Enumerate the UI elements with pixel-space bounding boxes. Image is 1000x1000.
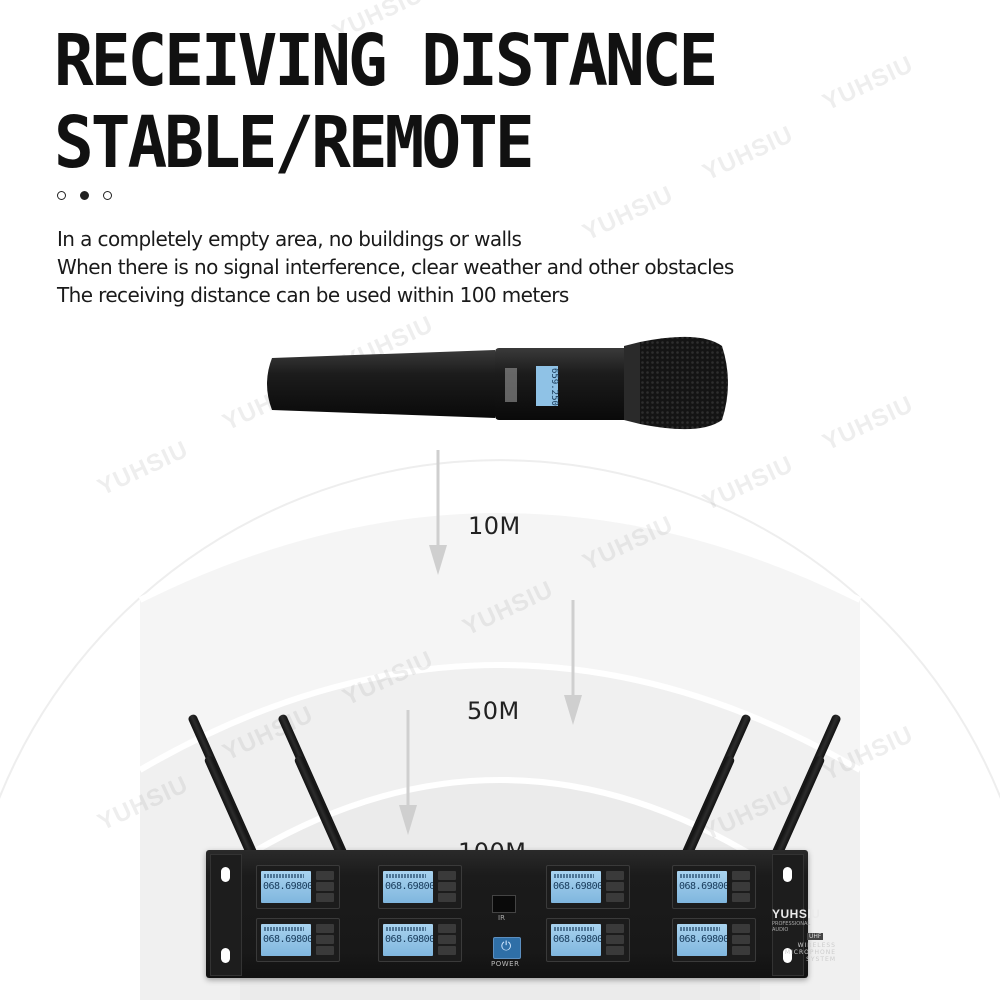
- channel-lcd: 068.69800: [677, 871, 727, 903]
- rack-ear: [210, 854, 242, 976]
- ir-label: IR: [498, 914, 505, 922]
- band-badge: UHF: [807, 933, 824, 940]
- mic-handle: [267, 350, 495, 418]
- system-label: WIRELESS MICROPHONE SYSTEM: [766, 942, 836, 963]
- description: In a completely empty area, no buildings…: [57, 225, 734, 309]
- channel-module: 068.69800: [256, 865, 340, 909]
- channel-lcd: 068.69800: [261, 924, 311, 956]
- channel-lcd: 068.69800: [261, 871, 311, 903]
- mic-display: [536, 366, 558, 406]
- pagination-dots: [57, 191, 112, 200]
- channel-frequency: 068.69800: [263, 881, 311, 892]
- title-line: RECEIVING DISTANCE: [54, 18, 718, 103]
- dot-indicator: [103, 191, 112, 200]
- system-label-line: SYSTEM: [806, 956, 836, 963]
- brand-subtitle: PROFESSIONAL AUDIO: [772, 921, 811, 933]
- arrow-down-icon: [429, 450, 447, 575]
- channel-lcd: 068.69800: [383, 871, 433, 903]
- arrow-down-icon: [399, 710, 417, 835]
- arrow-down-icon: [564, 600, 582, 725]
- mic-grille: [640, 336, 728, 430]
- channel-frequency: 068.69800: [385, 881, 433, 892]
- channel-frequency: 068.69800: [553, 934, 601, 945]
- channel-module: 068.69800: [378, 918, 462, 962]
- channel-module: 068.69800: [546, 865, 630, 909]
- power-button[interactable]: [493, 937, 521, 959]
- power-label: POWER: [491, 960, 520, 968]
- arc-line: [238, 777, 762, 863]
- mic-side-label: [505, 368, 517, 402]
- dot-indicator: [57, 191, 66, 200]
- receiver-unit: 068.69800 068.69800 068.69800 068.69800 …: [206, 850, 835, 978]
- dot-indicator-active: [80, 191, 89, 200]
- mic-grille-ring: [624, 342, 640, 424]
- channel-frequency: 068.69800: [679, 934, 727, 945]
- system-label-line: WIRELESS: [797, 942, 836, 949]
- channel-module: 068.69800: [546, 918, 630, 962]
- arc-line: [138, 662, 862, 773]
- channel-module: 068.69800: [672, 918, 756, 962]
- page-title: RECEIVING DISTANCE STABLE/REMOTE: [54, 18, 718, 185]
- arc-outer: [0, 459, 1000, 799]
- channel-module: 068.69800: [672, 865, 756, 909]
- channel-lcd: 068.69800: [677, 924, 727, 956]
- description-line: The receiving distance can be used withi…: [57, 283, 569, 307]
- distance-label-50m: 50M: [467, 697, 520, 725]
- channel-module: 068.69800: [378, 865, 462, 909]
- channel-frequency: 068.69800: [385, 934, 433, 945]
- mic-display-text: 659.250: [549, 368, 559, 406]
- channel-frequency: 068.69800: [679, 881, 727, 892]
- channel-lcd: 068.69800: [383, 924, 433, 956]
- system-label-line: MICROPHONE: [784, 949, 836, 956]
- distance-label-10m: 10M: [468, 512, 521, 540]
- description-line: When there is no signal interference, cl…: [57, 255, 734, 279]
- title-line: STABLE/REMOTE: [54, 101, 535, 185]
- description-line: In a completely empty area, no buildings…: [57, 227, 522, 251]
- rack-ear: [772, 854, 804, 976]
- brand-logo: YUHSIU: [772, 907, 821, 921]
- channel-frequency: 068.69800: [263, 934, 311, 945]
- mic-collar: [495, 348, 630, 420]
- channel-frequency: 068.69800: [553, 881, 601, 892]
- ir-sensor: [492, 895, 516, 913]
- channel-lcd: 068.69800: [551, 924, 601, 956]
- channel-lcd: 068.69800: [551, 871, 601, 903]
- channel-module: 068.69800: [256, 918, 340, 962]
- arc-line: [138, 507, 862, 603]
